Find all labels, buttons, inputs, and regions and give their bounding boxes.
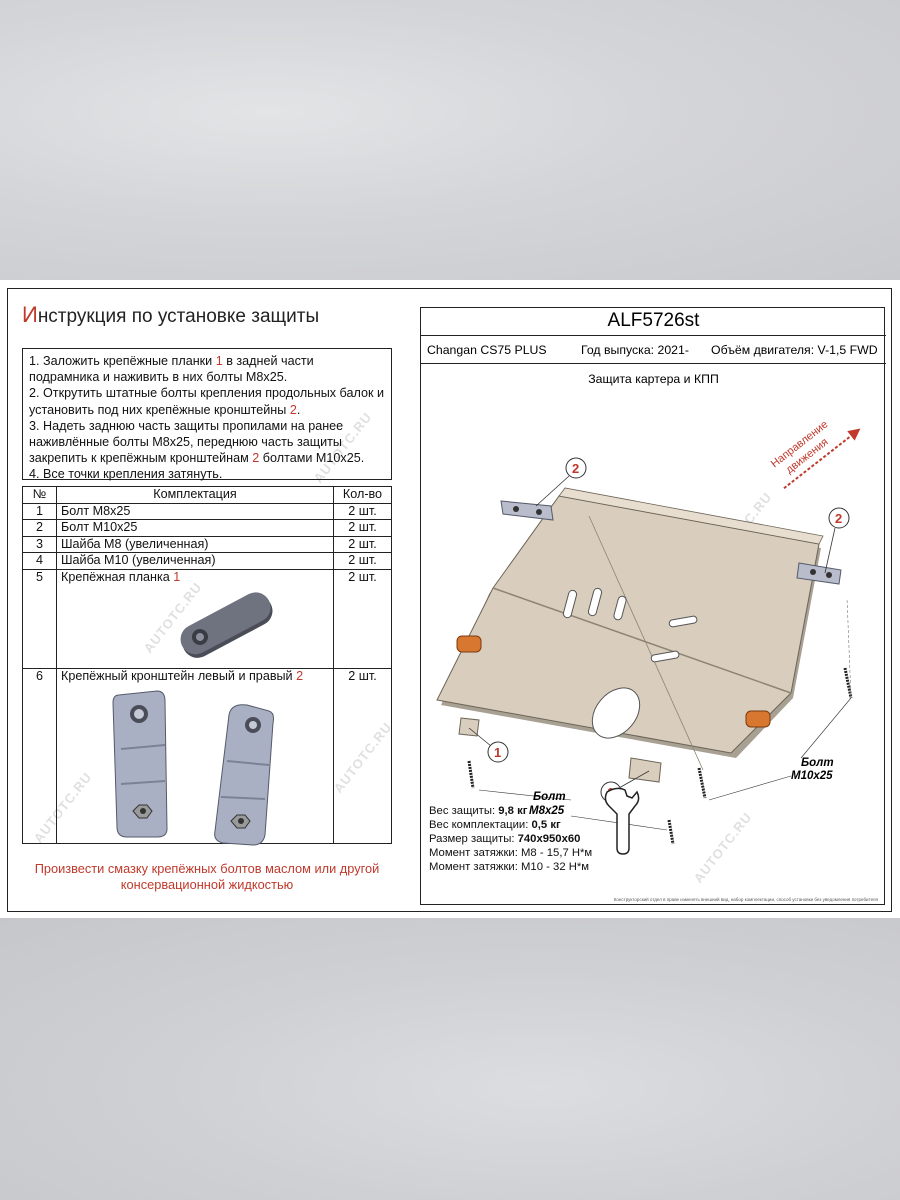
instruction-sheet: AUTOTC.RU AUTOTC.RU AUTOTC.RU AUTOTC.RU … bbox=[0, 280, 900, 918]
bolt-m10-label-1: Болт bbox=[801, 757, 834, 769]
page-title: Инструкция по установке защиты bbox=[22, 302, 319, 328]
table-row: 5 Крепёжная планка 1 2 шт. bbox=[22, 568, 392, 669]
vehicle-model: Changan CS75 PLUS bbox=[427, 343, 547, 357]
vehicle-year: Год выпуска: 2021- bbox=[581, 343, 689, 357]
step: 2. Открутить штатные болты крепления про… bbox=[29, 386, 385, 417]
background-bottom bbox=[0, 918, 900, 1200]
diagram-panel: ALF5726st Changan CS75 PLUS Год выпуска:… bbox=[420, 307, 886, 905]
mounting-plate-cell: Крепёжная планка 1 bbox=[56, 568, 334, 669]
skid-plate-diagram: Направление движения bbox=[436, 418, 861, 845]
bolt-icon bbox=[843, 597, 853, 699]
title-first-letter: И bbox=[22, 302, 38, 327]
installation-steps: 1. Заложить крепёжные планки 1 в задней … bbox=[22, 348, 392, 482]
bolt-m8-label-1: Болт bbox=[533, 791, 566, 803]
callout-2: 2 bbox=[572, 461, 579, 476]
disclaimer: Конструкторский отдел в праве изменять в… bbox=[613, 897, 878, 902]
table-row: 4 Шайба М10 (увеличенная) 2 шт. bbox=[22, 552, 392, 570]
bracket-cell: Крепёжный кронштейн левый и правый 2 bbox=[56, 667, 334, 846]
table-row: 6 Крепёжный кронштейн левый и правый 2 bbox=[22, 667, 392, 846]
diagram-subtitle: Защита картера и КПП bbox=[588, 372, 719, 386]
title-rest: нструкция по установке защиты bbox=[37, 306, 320, 327]
mounting-plate-image bbox=[180, 591, 273, 658]
bolt-m8-label-2: М8х25 bbox=[529, 805, 565, 817]
bracket-right-image bbox=[214, 703, 274, 846]
column-header: Кол-во bbox=[333, 486, 392, 504]
callout-1: 1 bbox=[494, 745, 501, 760]
bolt-icon bbox=[467, 760, 475, 789]
parts-table: № Комплектация Кол-во 1 Болт М8х25 2 шт.… bbox=[22, 486, 392, 846]
engine-volume: Объём двигателя: V-1,5 FWD bbox=[711, 343, 878, 357]
skid-plate bbox=[436, 487, 824, 783]
table-row: 3 Шайба М8 (увеличенная) 2 шт. bbox=[22, 535, 392, 553]
spec-kit-weight: Вес комплектации: 0,5 кг bbox=[429, 819, 561, 831]
table-row: 1 Болт М8х25 2 шт. bbox=[22, 502, 392, 520]
spec-weight: Вес защиты: 9,8 кг bbox=[429, 805, 528, 817]
step: 4. Все точки крепления затянуть. bbox=[29, 467, 223, 482]
lubrication-note: Произвести смазку крепёжных болтов масло… bbox=[34, 861, 380, 892]
step: 3. Надеть заднюю часть защиты пропилами … bbox=[29, 418, 365, 466]
bolt-m10-label-2: М10х25 bbox=[791, 770, 833, 782]
sheet-frame bbox=[7, 288, 892, 912]
step: 1. Заложить крепёжные планки 1 в задней … bbox=[29, 354, 314, 385]
bracket-left-image bbox=[112, 689, 168, 837]
vehicle-info-row: Changan CS75 PLUS Год выпуска: 2021- Объ… bbox=[421, 338, 886, 364]
background-top bbox=[0, 0, 900, 280]
bolt-icon bbox=[667, 819, 675, 845]
bolt-icon bbox=[697, 767, 707, 799]
spec-torque-m10: Момент затяжки: М10 - 32 Н*м bbox=[429, 861, 590, 873]
wrench-icon bbox=[604, 787, 640, 855]
bracket-2-right bbox=[796, 562, 842, 585]
table-header-row: № Комплектация Кол-во bbox=[22, 486, 392, 504]
product-code: ALF5726st bbox=[421, 308, 886, 336]
table-row: 2 Болт М10х25 2 шт. bbox=[22, 519, 392, 537]
bracket-2-left bbox=[500, 500, 554, 521]
column-header: № bbox=[22, 486, 57, 504]
callout-2: 2 bbox=[835, 511, 842, 526]
spec-size: Размер защиты: 740х950х60 bbox=[429, 833, 581, 845]
direction-arrow: Направление движения bbox=[769, 418, 861, 490]
spec-torque-m8: Момент затяжки: М8 - 15,7 Н*м bbox=[429, 847, 593, 859]
column-header: Комплектация bbox=[56, 486, 334, 504]
